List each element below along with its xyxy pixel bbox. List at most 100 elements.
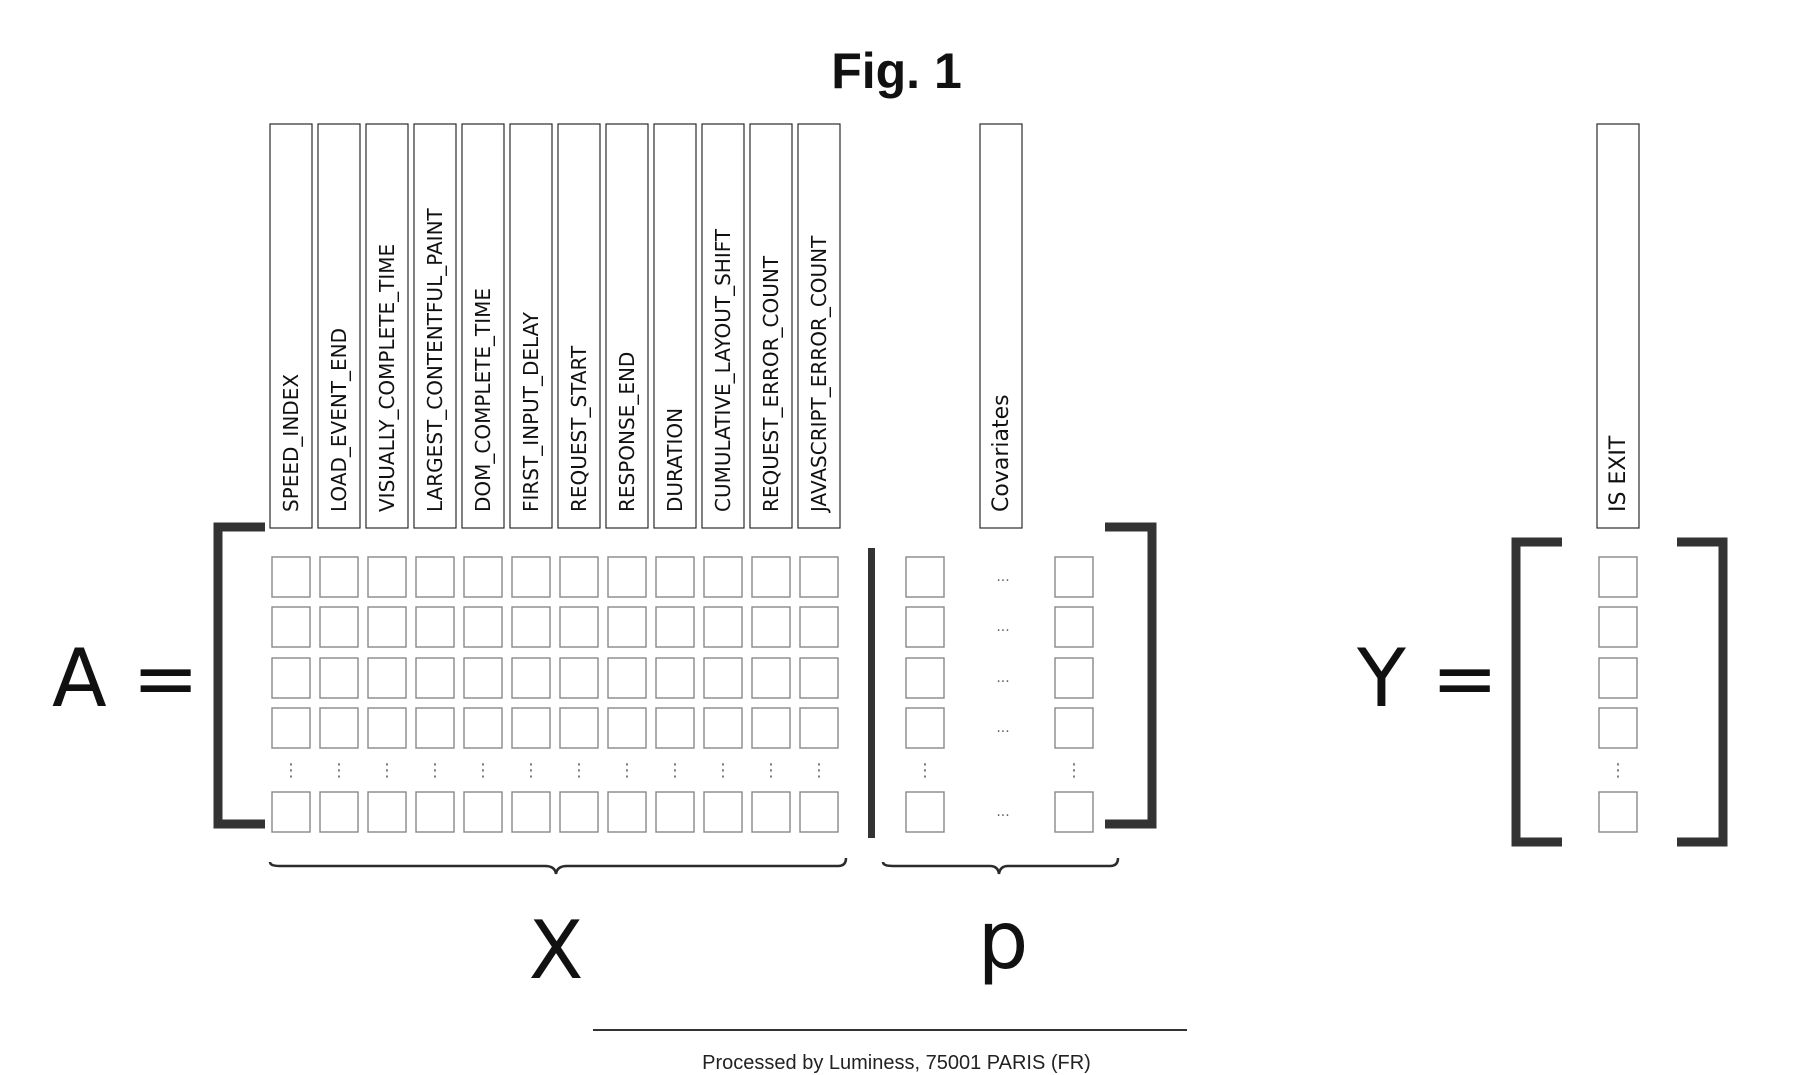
feature-column-7-cell — [560, 708, 598, 748]
matrix-y-right-bracket — [1677, 542, 1723, 842]
target-column-cell — [1599, 557, 1637, 597]
feature-column-7-cell — [560, 607, 598, 647]
feature-column-4-cell — [416, 557, 454, 597]
covariate-column-last-cell — [1055, 557, 1093, 597]
feature-column-2-cell — [320, 792, 358, 832]
feature-column-5-cell — [464, 557, 502, 597]
feature-column-12-cell — [800, 708, 838, 748]
feature-column-6-cell — [512, 658, 550, 698]
matrix-a-separator — [868, 548, 875, 838]
feature-column-9-cell — [656, 557, 694, 597]
feature-column-1-cell — [272, 708, 310, 748]
feature-column-11-cell — [752, 607, 790, 647]
feature-column-6-cell — [512, 792, 550, 832]
feature-column-11-ellipsis: ⋮ — [762, 760, 780, 781]
feature-column-1-cell — [272, 792, 310, 832]
feature-column-2-cell — [320, 658, 358, 698]
covariate-column-last-cell — [1055, 607, 1093, 647]
feature-column-3-ellipsis: ⋮ — [378, 760, 396, 781]
feature-column-3-cell — [368, 607, 406, 647]
feature-column-12-cell — [800, 607, 838, 647]
feature-column-12-cell — [800, 557, 838, 597]
covariate-column-first-cell — [906, 708, 944, 748]
covariate-column-last-cell — [1055, 792, 1093, 832]
feature-column-9-cell — [656, 607, 694, 647]
feature-column-5-cell — [464, 792, 502, 832]
feature-column-3-cell — [368, 557, 406, 597]
feature-column-4-cell — [416, 607, 454, 647]
feature-column-6-ellipsis: ⋮ — [522, 760, 540, 781]
feature-column-4-cell — [416, 708, 454, 748]
feature-column-11-cell — [752, 658, 790, 698]
feature-column-5-cell — [464, 607, 502, 647]
p-group-label: p — [978, 894, 1029, 987]
feature-column-10-cell — [704, 708, 742, 748]
feature-column-1-cell — [272, 658, 310, 698]
covariate-column-last-ellipsis: ⋮ — [1065, 760, 1083, 781]
feature-column-8-header-label: RESPONSE_END — [615, 352, 639, 512]
feature-column-11-cell — [752, 708, 790, 748]
feature-column-9-header-label: DURATION — [663, 408, 687, 512]
feature-column-8-cell — [608, 658, 646, 698]
feature-column-2-header-label: LOAD_EVENT_END — [327, 328, 351, 512]
feature-column-5-ellipsis: ⋮ — [474, 760, 492, 781]
feature-column-10-cell — [704, 658, 742, 698]
target-column-cell — [1599, 658, 1637, 698]
feature-column-6-header-label: FIRST_INPUT_DELAY — [519, 311, 543, 512]
covariate-row-ellipsis: ... — [996, 569, 1009, 585]
feature-column-11-cell — [752, 792, 790, 832]
feature-column-9-cell — [656, 708, 694, 748]
feature-column-1-header-label: SPEED_INDEX — [279, 374, 303, 512]
covariate-row-ellipsis: ... — [996, 720, 1009, 736]
x-group-brace — [270, 858, 846, 874]
feature-column-7-ellipsis: ⋮ — [570, 760, 588, 781]
feature-column-11-header-label: REQUEST_ERROR_COUNT — [759, 255, 783, 512]
feature-column-8-ellipsis: ⋮ — [618, 760, 636, 781]
feature-column-11-cell — [752, 557, 790, 597]
matrix-diagram: A =SPEED_INDEX⋮LOAD_EVENT_END⋮VISUALLY_C… — [0, 0, 1793, 1000]
covariate-row-ellipsis: ... — [996, 670, 1009, 686]
matrix-y-equals-label: Y = — [1356, 632, 1498, 725]
p-group-brace — [883, 858, 1118, 874]
feature-column-8-cell — [608, 557, 646, 597]
feature-column-2-ellipsis: ⋮ — [330, 760, 348, 781]
covariate-column-first-cell — [906, 792, 944, 832]
feature-column-12-header-label: JAVASCRIPT_ERROR_COUNT — [807, 235, 831, 514]
feature-column-3-cell — [368, 658, 406, 698]
target-column-cell — [1599, 607, 1637, 647]
feature-column-7-cell — [560, 792, 598, 832]
footer-rule — [593, 1029, 1187, 1031]
feature-column-8-cell — [608, 708, 646, 748]
feature-column-6-cell — [512, 607, 550, 647]
target-column-cell — [1599, 708, 1637, 748]
target-column-cell — [1599, 792, 1637, 832]
feature-column-4-header-label: LARGEST_CONTENTFUL_PAINT — [423, 207, 447, 512]
feature-column-4-cell — [416, 658, 454, 698]
feature-column-12-ellipsis: ⋮ — [810, 760, 828, 781]
feature-column-2-cell — [320, 708, 358, 748]
feature-column-6-cell — [512, 708, 550, 748]
feature-column-5-cell — [464, 708, 502, 748]
feature-column-5-cell — [464, 658, 502, 698]
feature-column-3-cell — [368, 792, 406, 832]
covariate-column-first-cell — [906, 557, 944, 597]
covariate-row-ellipsis: ... — [996, 619, 1009, 635]
feature-column-9-ellipsis: ⋮ — [666, 760, 684, 781]
x-group-label: X — [529, 904, 584, 997]
covariate-column-last-cell — [1055, 708, 1093, 748]
covariate-column-last-cell — [1055, 658, 1093, 698]
feature-column-4-cell — [416, 792, 454, 832]
feature-column-5-header-label: DOM_COMPLETE_TIME — [471, 288, 495, 512]
covariate-column-first-cell — [906, 658, 944, 698]
feature-column-10-cell — [704, 557, 742, 597]
feature-column-10-cell — [704, 792, 742, 832]
feature-column-1-cell — [272, 557, 310, 597]
feature-column-1-ellipsis: ⋮ — [282, 760, 300, 781]
feature-column-2-cell — [320, 607, 358, 647]
feature-column-3-cell — [368, 708, 406, 748]
feature-column-10-cell — [704, 607, 742, 647]
feature-column-9-cell — [656, 792, 694, 832]
feature-column-6-cell — [512, 557, 550, 597]
covariate-column-first-ellipsis: ⋮ — [916, 760, 934, 781]
